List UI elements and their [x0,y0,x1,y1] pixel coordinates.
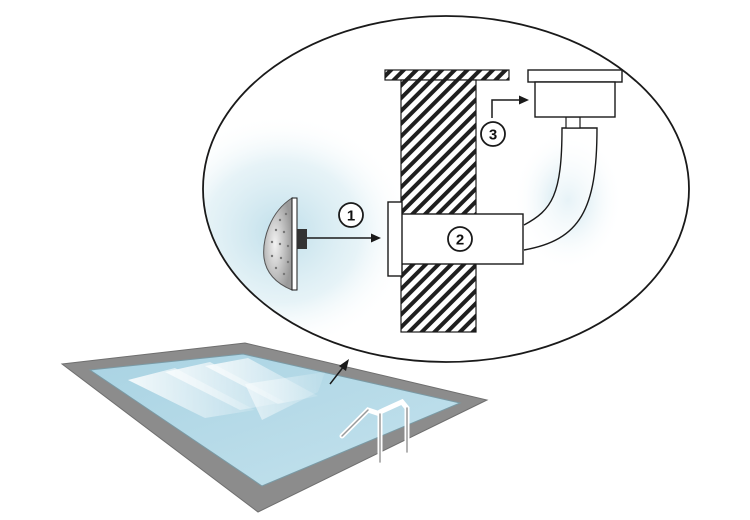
wall-top-cap [384,69,510,81]
bubble-outline [202,15,690,363]
zoom-detail-bubble: 1 2 3 [202,15,690,363]
pool-ladder-icon [339,398,410,465]
arrow-lamp-to-niche [307,233,381,243]
junction-box-lid [527,69,623,83]
pool-led-lamp-icon [263,197,307,291]
niche-flange [387,201,403,277]
step-2-badge: 2 [447,226,473,252]
step-2-label: 2 [456,232,464,249]
step-3-badge: 3 [480,121,506,147]
pool-wall [400,79,477,333]
pool-light-beams [128,358,325,420]
arrow-to-junction-box [491,95,529,118]
callout-pointer-arrow [329,359,349,385]
step-1-label: 1 [347,208,355,225]
step-1-badge: 1 [338,202,364,228]
junction-box [534,81,616,118]
cable-conduit [523,127,598,251]
step-3-label: 3 [489,127,497,144]
swimming-pool [60,342,489,513]
conduit-connector [565,116,581,129]
